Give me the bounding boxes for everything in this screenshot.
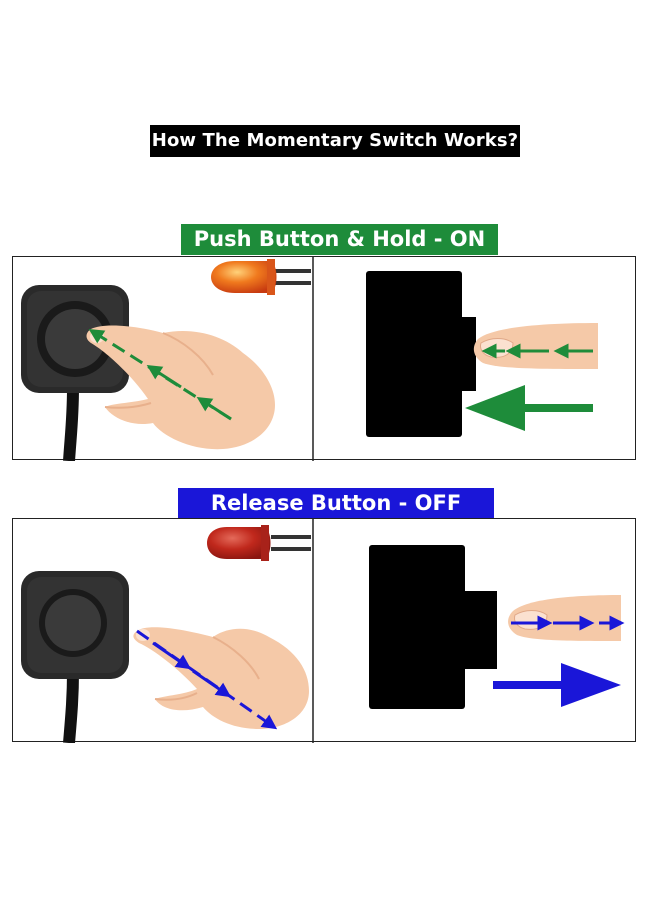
led-on-icon (211, 259, 311, 295)
push-hold-on-label: Push Button & Hold - ON (181, 224, 498, 255)
finger-released-icon (508, 595, 621, 641)
push-hold-panel (12, 256, 636, 461)
led-off-icon (207, 525, 311, 561)
release-off-label: Release Button - OFF (178, 488, 494, 519)
switch-side-view-icon (369, 545, 497, 709)
release-panel (12, 518, 636, 743)
momentary-switch-icon (21, 285, 129, 461)
push-arrow-icon (465, 385, 593, 431)
switch-side-view-icon (366, 271, 476, 437)
page-title: How The Momentary Switch Works? (150, 125, 520, 157)
finger-pushing-icon (473, 323, 598, 369)
momentary-switch-icon (21, 571, 129, 743)
release-arrow-icon (493, 663, 621, 707)
hand-released-icon (133, 627, 309, 729)
